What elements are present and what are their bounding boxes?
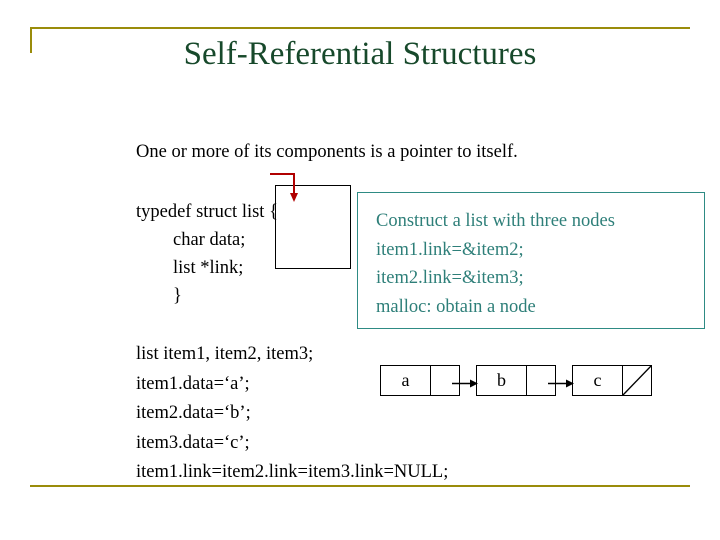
typedef-code-block: typedef struct list { char data; list *l…: [136, 198, 278, 310]
link-arrow-icon: [452, 379, 478, 388]
node-data-value: b: [477, 366, 527, 395]
null-pointer-slash-icon: [623, 366, 651, 395]
bottom-rule: [30, 485, 690, 487]
code-line: list *link;: [136, 258, 244, 278]
list-node: c: [572, 365, 652, 396]
listing-line: item3.data=‘c’;: [136, 432, 250, 453]
listing-line: item1.data=‘a’;: [136, 373, 250, 394]
listing-line: list item1, item2, item3;: [136, 344, 314, 364]
code-line: }: [136, 286, 182, 306]
note-line: malloc: obtain a node: [376, 296, 536, 317]
note-line: Construct a list with three nodes: [376, 211, 615, 231]
note-box: Construct a list with three nodes item1.…: [357, 192, 705, 329]
listing-line: item1.link=item2.link=item3.link=NULL;: [136, 462, 449, 482]
list-node: a: [380, 365, 460, 396]
top-rule-horizontal: [30, 27, 690, 29]
list-node: b: [476, 365, 556, 396]
self-reference-arrow-icon: [270, 173, 298, 202]
node-data-value: a: [381, 366, 431, 395]
linked-list-diagram: a b c: [380, 365, 655, 398]
listing-line: item2.data=‘b’;: [136, 403, 251, 423]
top-rule-vertical: [30, 27, 32, 53]
link-arrow-icon: [548, 379, 574, 388]
page-title: Self-Referential Structures: [183, 36, 537, 72]
code-line: char data;: [136, 230, 246, 250]
node-pointer-cell-null: [623, 366, 651, 395]
note-line: item1.link=&item2;: [376, 239, 524, 260]
struct-body-box: [275, 185, 351, 269]
code-line: typedef struct list {: [136, 202, 278, 222]
node-data-value: c: [573, 366, 623, 395]
note-line: item2.link=&item3;: [376, 268, 524, 288]
example-code-listing: list item1, item2, item3; item1.data=‘a’…: [136, 340, 448, 488]
intro-text: One or more of its components is a point…: [136, 142, 518, 162]
